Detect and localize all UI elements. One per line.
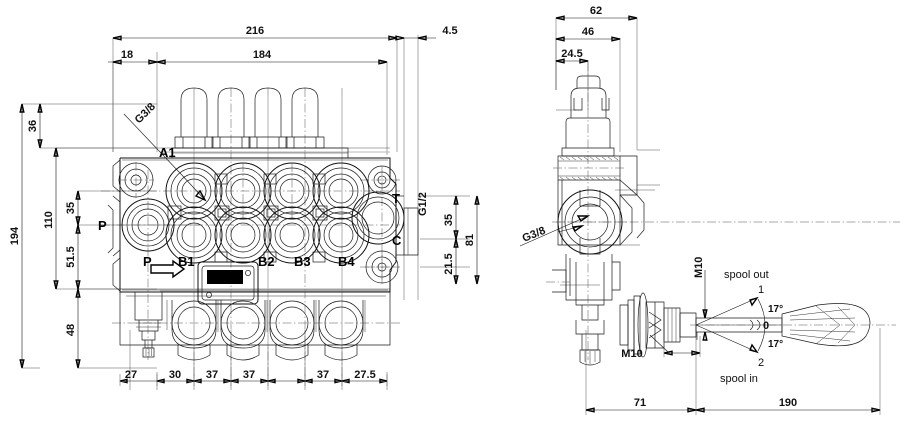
- dim-end-plate: 4.5: [442, 25, 457, 37]
- label-angle-upper: 17°: [768, 304, 783, 315]
- label-b1: B1: [178, 254, 195, 269]
- label-p-left: P: [98, 218, 107, 233]
- side-bottom-dimensions: 71 190: [585, 397, 881, 413]
- work-port: [312, 162, 370, 220]
- label-position-2: 2: [758, 357, 764, 369]
- work-port: [165, 206, 223, 264]
- callout-m10-upper: M10: [693, 257, 705, 278]
- dim-center-to-lower: 51.5: [65, 246, 77, 267]
- dim-inlet-section: 27: [125, 369, 137, 381]
- relief-valve-bottom: [134, 292, 163, 358]
- work-port: [263, 206, 321, 264]
- label-t: T: [392, 191, 400, 206]
- label-c: C: [392, 233, 402, 248]
- front-work-ports-upper: [165, 162, 370, 220]
- dim-top-to-port-axis: 36: [27, 120, 39, 132]
- dim-body-depth-side: 46: [582, 26, 594, 38]
- dim-pitch-2: 37: [206, 369, 218, 381]
- front-view: 216 18 184 4.5 194 36: [9, 25, 480, 390]
- dim-overall-depth: 62: [590, 5, 602, 17]
- label-p-bottom: P: [143, 254, 152, 269]
- lever-mount: [318, 300, 364, 361]
- label-position-0: 0: [763, 320, 769, 332]
- lever-mount: [269, 300, 315, 361]
- front-top-dimensions: 216 18 184 4.5: [108, 25, 458, 65]
- side-view: 62 46 24.5 71 190: [519, 5, 900, 415]
- dim-end-section: 27.5: [354, 369, 375, 381]
- valve-body-front: [107, 157, 397, 346]
- spool-caps-group: [171, 87, 349, 159]
- front-bolt-features: [167, 173, 328, 263]
- side-valve-body: [546, 75, 645, 366]
- flow-direction-arrow-icon: [150, 259, 186, 279]
- work-port: [214, 206, 272, 264]
- dim-body-depth-front: 81: [464, 234, 476, 246]
- nameplate: [197, 261, 259, 305]
- dim-lever-length: 190: [779, 397, 797, 409]
- label-a1: A1: [159, 145, 176, 160]
- nameplate-label-area: [207, 270, 243, 284]
- dim-pitch-3: 37: [243, 369, 255, 381]
- label-angle-lower: 17°: [768, 339, 783, 350]
- dim-body-to-lever-pivot: 71: [634, 397, 646, 409]
- label-b2: B2: [258, 254, 275, 269]
- dim-port-span: 110: [43, 211, 55, 229]
- label-b3: B3: [294, 254, 311, 269]
- dim-pitch-4: 37: [317, 369, 329, 381]
- callout-g12-front: G1/2: [417, 192, 429, 216]
- lever-pivot-assembly: [619, 292, 896, 358]
- dim-carry-over-height: 21.5: [443, 253, 455, 274]
- dim-lower-to-base: 48: [65, 324, 77, 336]
- label-spool-in: spool in: [720, 373, 758, 385]
- dim-section-span: 184: [253, 49, 272, 61]
- label-b4: B4: [338, 254, 355, 269]
- front-work-ports-lower: [165, 206, 370, 264]
- front-right-dimensions: 35 21.5 81: [443, 195, 480, 285]
- front-port-p: [121, 198, 175, 252]
- dim-first-pitch: 30: [169, 369, 181, 381]
- front-left-dimensions: 194 36 110 35 51.5 48: [9, 103, 81, 369]
- work-port: [312, 206, 370, 264]
- work-port: [165, 162, 223, 220]
- label-position-1: 1: [758, 284, 764, 296]
- dim-spool-axis-offset: 24.5: [561, 48, 582, 60]
- side-thread-callouts: G3/8 M10 M10: [519, 215, 708, 360]
- label-spool-out: spool out: [724, 269, 769, 281]
- front-end-plate: [396, 195, 419, 256]
- lever-mount: [171, 300, 217, 361]
- lever-angle-annotations: 1 17° 0 17° 2 spool out spool in: [695, 269, 783, 385]
- callout-m10-lower: M10: [621, 348, 642, 360]
- lever-mount: [220, 300, 266, 361]
- front-corner-ports: [118, 162, 399, 284]
- side-view-extension-lines: [555, 18, 881, 415]
- front-port-labels: A1 P T C P B1 B2 B3 B4: [98, 145, 402, 269]
- dim-overall-width: 216: [246, 25, 264, 37]
- side-top-dimensions: 62 46 24.5: [555, 5, 638, 64]
- front-bottom-dimensions: 27 30 37 37 37 27.5: [119, 369, 388, 386]
- dim-upper-port-to-center: 35: [65, 202, 77, 214]
- lever-mount-housings: [166, 300, 366, 361]
- dim-overall-height: 194: [9, 226, 21, 245]
- dim-inlet-offset: 18: [121, 49, 133, 61]
- dim-tank-port-height: 35: [443, 214, 455, 226]
